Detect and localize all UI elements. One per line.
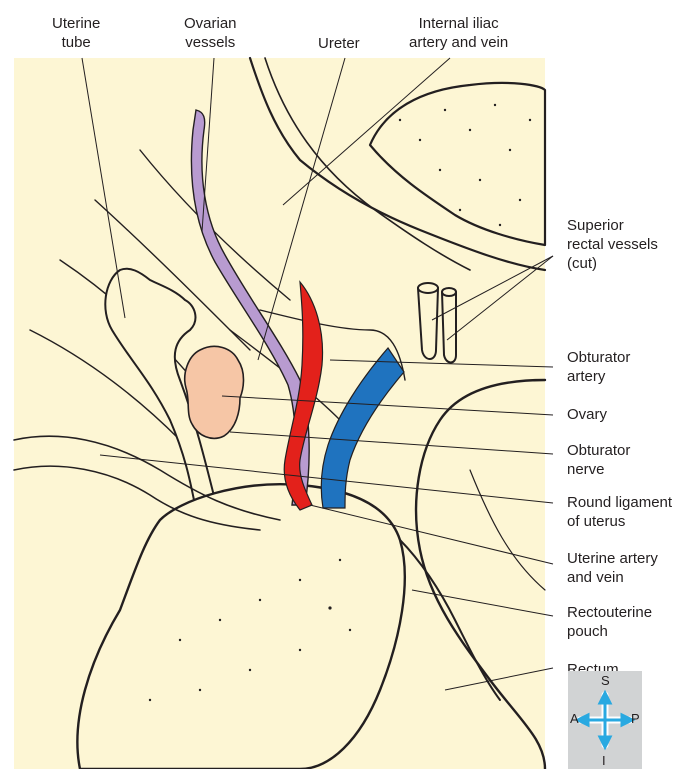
label-obturator-artery-line2: artery	[567, 367, 630, 386]
label-uterine-artery-line1: Uterine artery	[567, 549, 658, 568]
label-round-ligament-line1: Round ligament	[567, 493, 672, 512]
label-obturator-artery: Obturator artery	[567, 348, 630, 386]
label-ovary-line1: Ovary	[567, 405, 607, 424]
label-ovary: Ovary	[567, 405, 607, 424]
label-rectouterine-line1: Rectouterine	[567, 603, 652, 622]
superior-rectal-vessel-2	[442, 292, 456, 363]
label-ovarian-vessels-line1: Ovarian	[184, 14, 237, 33]
label-ureter-line1: Ureter	[318, 34, 360, 53]
label-internal-iliac-line1: Internal iliac	[409, 14, 508, 33]
label-uterine-tube-line2: tube	[52, 33, 100, 52]
label-superior-rectal-line1: Superior	[567, 216, 658, 235]
label-uterine-tube-line1: Uterine	[52, 14, 100, 33]
label-ovarian-vessels: Ovarian vessels	[184, 14, 237, 52]
label-obturator-nerve-line2: nerve	[567, 460, 630, 479]
label-superior-rectal-line2: rectal vessels	[567, 235, 658, 254]
orient-anterior: A	[570, 711, 579, 726]
label-uterine-artery: Uterine artery and vein	[567, 549, 658, 587]
label-round-ligament: Round ligament of uterus	[567, 493, 672, 531]
label-ureter: Ureter	[318, 34, 360, 53]
label-ovarian-vessels-line2: vessels	[184, 33, 237, 52]
label-obturator-nerve-line1: Obturator	[567, 441, 630, 460]
label-uterine-tube: Uterine tube	[52, 14, 100, 52]
ovary-shape	[185, 346, 244, 438]
label-obturator-artery-line1: Obturator	[567, 348, 630, 367]
label-uterine-artery-line2: and vein	[567, 568, 658, 587]
orient-posterior: P	[631, 711, 640, 726]
orient-superior: S	[601, 673, 610, 688]
label-internal-iliac: Internal iliac artery and vein	[409, 14, 508, 52]
label-internal-iliac-line2: artery and vein	[409, 33, 508, 52]
orientation-compass: S A P I	[568, 671, 642, 769]
superior-rectal-vessel-1	[418, 288, 438, 359]
label-superior-rectal: Superior rectal vessels (cut)	[567, 216, 658, 273]
label-superior-rectal-line3: (cut)	[567, 254, 658, 273]
label-obturator-nerve: Obturator nerve	[567, 441, 630, 479]
label-round-ligament-line2: of uterus	[567, 512, 672, 531]
label-rectouterine: Rectouterine pouch	[567, 603, 652, 641]
orient-inferior: I	[602, 753, 606, 768]
label-rectouterine-line2: pouch	[567, 622, 652, 641]
